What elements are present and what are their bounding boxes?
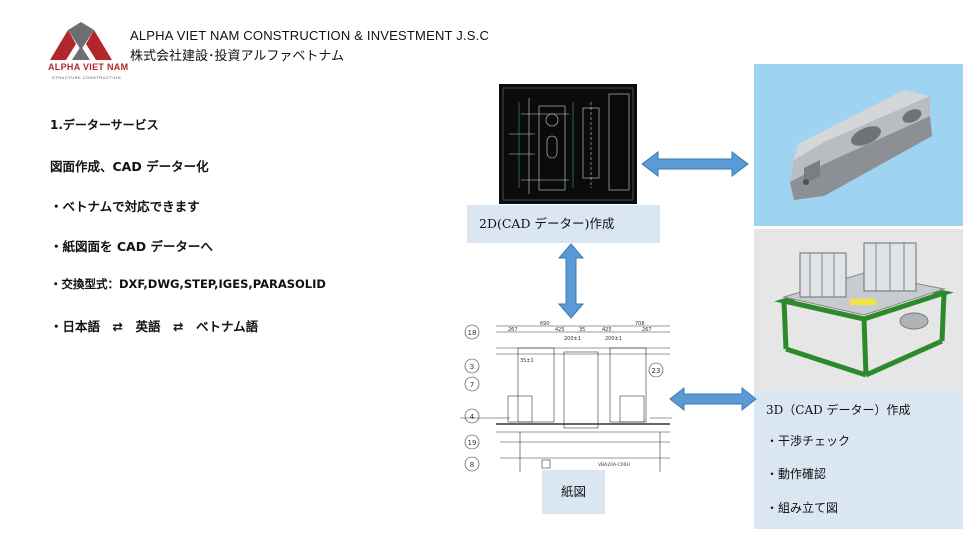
dim-label: 708 [635,321,645,327]
balloon-label: 3 [470,363,474,371]
cad-3d-item: ・動作確認 [766,467,827,481]
logo-subtext: STRUCTURE CONSTRUCTION [52,75,121,80]
paper-label: 紙図 [542,470,605,514]
cad-2d-label: 2D(CAD データー)作成 [467,205,660,243]
company-name-jp: 株式会社建設･投資アルファベトナム [130,49,344,64]
balloon-label: 18 [468,329,477,337]
services-title: 1.データーサービス [50,118,159,132]
company-name-en: ALPHA VIET NAM CONSTRUCTION & INVESTMENT… [130,28,490,43]
balloon-label: 8 [470,461,474,469]
dim-label: 267 [642,327,652,333]
balloon-label: 19 [468,439,477,447]
service-item-formats: ・交換型式：DXF,DWG,STEP,IGES,PARASOLID [50,277,326,291]
company-logo [46,20,116,80]
cad-3d-title: 3D（CAD データー）作成 [766,403,911,417]
dim-label: 200±1 [564,336,581,342]
part-number: VBA20A-C00H [598,462,630,468]
dim-label: 425 [555,327,565,333]
dim-label: 35 [579,327,585,333]
cad-2d-image [499,84,637,204]
service-item-languages: ・日本語 ⇄ 英語 ⇄ ベトナム語 [50,319,259,334]
dim-label: 35±1 [520,358,534,364]
cad-3d-box: 3D（CAD データー）作成 ・干渉チェック ・動作確認 ・組み立て図 [754,391,963,529]
cad-3d-part-image [754,64,963,226]
double-arrow-vertical-icon [557,243,585,319]
dim-label: 690 [540,321,550,327]
cad-3d-item: ・組み立て図 [766,501,839,515]
dim-label: 425 [602,327,612,333]
service-item-paper-to-cad: ・紙図面を CAD データーへ [50,239,213,254]
dim-label: 267 [508,327,518,333]
balloon-label: 23 [652,367,661,375]
paper-drawing-image: 690 708 267 425 35 425 267 200±1 200±1 3… [460,320,672,472]
balloon-label: 7 [470,381,474,389]
dim-label: 200±1 [605,336,622,342]
cad-3d-machine-image [754,229,963,391]
cad-3d-item: ・干渉チェック [766,434,851,448]
logo-mark-icon [50,22,112,60]
service-item-vietnam: ・ベトナムで対応できます [50,199,200,214]
double-arrow-horizontal-icon [641,151,749,177]
balloon-label: 4 [470,413,475,421]
services-subtitle: 図面作成、CAD データー化 [50,159,209,174]
double-arrow-horizontal-icon [669,386,757,412]
logo-text: ALPHA VIET NAM [48,62,129,72]
